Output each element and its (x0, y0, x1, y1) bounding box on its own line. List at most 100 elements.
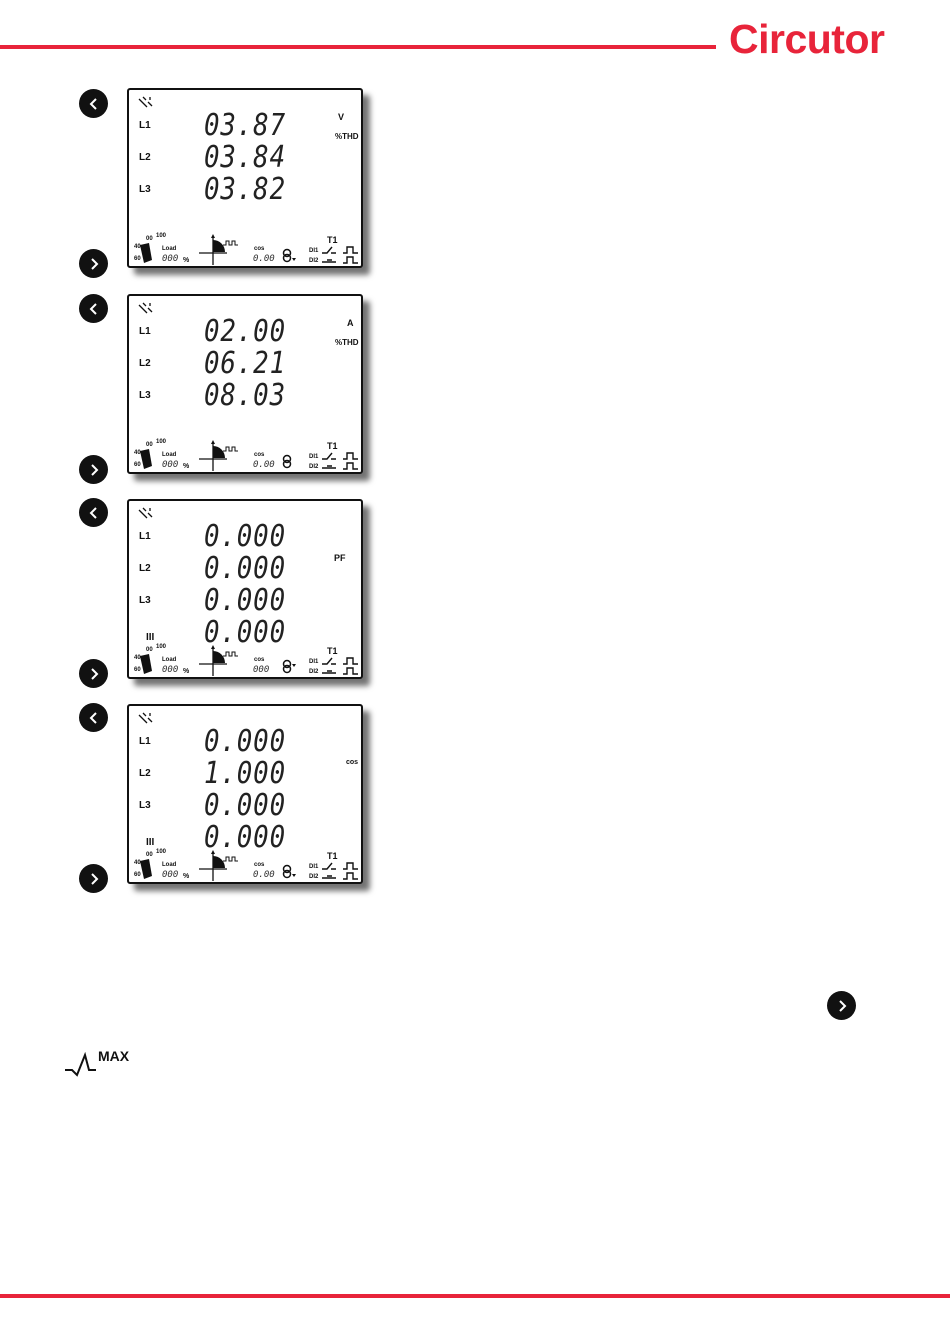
row-value: 03.87 (204, 108, 286, 143)
row-label: III (146, 837, 155, 848)
row-label: L3 (139, 800, 151, 811)
row-value: 0.000 (204, 788, 286, 823)
row-value: 03.82 (204, 172, 286, 207)
digital-io-icon (322, 452, 358, 470)
row-value: 0.000 (204, 519, 286, 554)
scale-min: 00 (146, 647, 153, 653)
next-button[interactable] (79, 249, 108, 278)
lcd-footer: 00 100 40 60 Load 000 % cos 0.00 T1 DI1 … (129, 438, 361, 472)
next-button[interactable] (79, 455, 108, 484)
row-value: 08.03 (204, 378, 286, 413)
phase-icon (138, 712, 153, 724)
prev-button[interactable] (79, 703, 108, 732)
chevron-left-icon (89, 97, 97, 110)
cos-value: 0.00 (253, 254, 275, 264)
load-gauge-icon (140, 449, 152, 469)
digital-io-icon (322, 246, 358, 264)
row-value: 1.000 (204, 756, 286, 791)
scale-b: 60 (134, 462, 141, 468)
unit-label: PF (334, 553, 346, 563)
di2-label: DI2 (309, 464, 319, 470)
row-label: L3 (139, 595, 151, 606)
prev-button[interactable] (79, 498, 108, 527)
row-label: L2 (139, 563, 151, 574)
load-percent: % (183, 668, 190, 675)
di1-label: DI1 (309, 454, 319, 460)
digital-io-icon (322, 862, 358, 880)
scale-max: 100 (156, 439, 167, 445)
load-label: Load (162, 452, 177, 458)
max-label: MAX (98, 1048, 130, 1064)
row-label: L2 (139, 358, 151, 369)
row-value: 02.00 (204, 314, 286, 349)
row-label: L3 (139, 184, 151, 195)
lcd-footer: 00 100 40 60 Load 000 % cos 0.00 T1 DI1 … (129, 232, 361, 266)
next-button[interactable] (79, 659, 108, 688)
phase-icon (138, 96, 153, 108)
di1-label: DI1 (309, 864, 319, 870)
cos-value: 000 (253, 665, 270, 675)
transformer-icon (282, 864, 296, 879)
lcd-footer: 00 100 40 60 Load 000 % cos 0.00 T1 DI1 … (129, 848, 361, 882)
next-button[interactable] (79, 864, 108, 893)
digital-io-icon (322, 657, 358, 675)
chevron-left-icon (89, 506, 97, 519)
di2-label: DI2 (309, 258, 319, 264)
lcd-screen: L1 02.00 L2 06.21 L3 08.03 A %THD 00 100… (127, 294, 363, 474)
unit-sublabel: %THD (335, 132, 359, 141)
next-button[interactable] (827, 991, 856, 1020)
scale-min: 00 (146, 852, 153, 858)
load-label: Load (162, 862, 177, 868)
scale-b: 60 (134, 256, 141, 262)
lcd-screen: L1 03.87 L2 03.84 L3 03.82 V %THD 00 100… (127, 88, 363, 268)
load-value: 000 (162, 460, 179, 470)
row-label: L3 (139, 390, 151, 401)
scale-b: 60 (134, 872, 141, 878)
load-gauge-icon (140, 859, 152, 879)
row-value: 0.000 (204, 583, 286, 618)
load-percent: % (183, 463, 190, 470)
prev-button[interactable] (79, 294, 108, 323)
scale-max: 100 (156, 849, 167, 855)
row-value: 0.000 (204, 820, 286, 855)
brand-logo: Circutor (729, 16, 885, 62)
phase-icon (138, 507, 153, 519)
cos-label: cos (254, 452, 265, 458)
lcd-screen: L1 0.000 L2 1.000 L3 0.000 III 0.000 cos… (127, 704, 363, 884)
load-percent: % (183, 873, 190, 880)
cos-label: cos (254, 246, 265, 252)
load-gauge-icon (140, 243, 152, 263)
row-value: 0.000 (204, 615, 286, 650)
chevron-right-icon (90, 257, 98, 270)
row-label: L1 (139, 531, 151, 542)
lcd-footer: 00 100 40 60 Load 000 % cos 000 T1 DI1 D… (129, 643, 361, 677)
prev-button[interactable] (79, 89, 108, 118)
row-label: L1 (139, 736, 151, 747)
di2-label: DI2 (309, 874, 319, 880)
t1-label: T1 (327, 646, 338, 656)
row-value: 0.000 (204, 724, 286, 759)
lcd-screen: L1 0.000 L2 0.000 L3 0.000 III 0.000 PF … (127, 499, 363, 679)
scale-min: 00 (146, 442, 153, 448)
load-value: 000 (162, 665, 179, 675)
phase-icon (138, 302, 153, 314)
quadrant-icon (199, 645, 238, 676)
max-waveform-icon: MAX (64, 1048, 132, 1078)
row-label: L1 (139, 326, 151, 337)
scale-a: 40 (134, 244, 141, 250)
scale-a: 40 (134, 450, 141, 456)
chevron-left-icon (89, 711, 97, 724)
di2-label: DI2 (309, 669, 319, 675)
header-rule (0, 45, 716, 49)
unit-label: V (338, 112, 345, 122)
scale-a: 40 (134, 655, 141, 661)
footer-rule (0, 1294, 950, 1298)
chevron-right-icon (90, 463, 98, 476)
scale-min: 00 (146, 236, 153, 242)
quadrant-icon (199, 850, 238, 881)
quadrant-icon (199, 234, 238, 265)
load-label: Load (162, 246, 177, 252)
t1-label: T1 (327, 851, 338, 861)
transformer-icon (282, 659, 296, 674)
scale-a: 40 (134, 860, 141, 866)
